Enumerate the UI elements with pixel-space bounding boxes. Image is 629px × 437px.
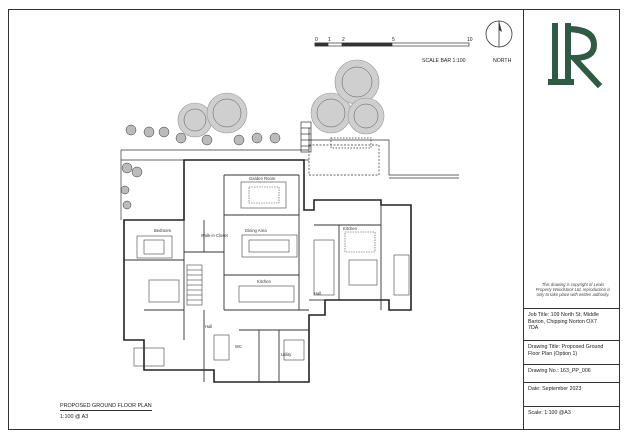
drawing-scale: Scale: 1:100 @A3 (528, 410, 571, 416)
room-label-kitchen-2: Kitchen (343, 226, 358, 231)
job-title-line-3: 7DA (528, 325, 539, 332)
room-label-walk-in-closet: Walk-in Closet (201, 233, 229, 238)
plan-area: 0 1 2 5 10 SCALE BAR 1:100 NORTH (9, 10, 523, 429)
job-title-line-2: Barton, Chipping Norton OX7 (528, 318, 597, 325)
drawing-date: Date: September 2023 (528, 386, 582, 392)
date-box: Date: September 2023 (524, 382, 620, 406)
scale-box: Scale: 1:100 @A3 (524, 406, 620, 429)
drawing-title-line-2: Floor Plan (Option 1) (528, 350, 578, 357)
furniture (133, 181, 410, 367)
drawing-sheet: 0 1 2 5 10 SCALE BAR 1:100 NORTH (8, 9, 620, 430)
room-label-hall: Hall (314, 291, 321, 296)
garden-shrubs (120, 124, 281, 210)
north-label: NORTH (493, 58, 512, 64)
room-label-dining-area: Dining Area (245, 228, 267, 233)
north-arrow-icon (485, 20, 513, 48)
room-label-bedroom: Bedroom (154, 228, 172, 233)
room-label-wc: WC (235, 344, 242, 349)
garden-boundaries (120, 121, 459, 220)
scale-bar (314, 42, 470, 47)
internal-walls (124, 174, 382, 382)
tree-outlines (183, 66, 379, 132)
scale-tick-10: 10 (467, 37, 473, 43)
building-walls (123, 159, 412, 383)
scale-bar-label: SCALE BAR 1:100 (422, 58, 466, 64)
room-label-kitchen: Kitchen (257, 279, 272, 284)
room-label-hall-2: Hall (205, 324, 212, 329)
room-label-garden-room: Garden Room (249, 176, 276, 181)
scale-tick-5: 5 (392, 37, 395, 43)
drawing-number-box: Drawing No.: 163_PP_006 (524, 364, 620, 382)
floor-plan-drawing: Garden Room Bedroom Walk-in Closet Dinin… (120, 20, 513, 383)
drawing-number: Drawing No.: 163_PP_006 (528, 368, 591, 374)
job-title-box: Job Title: 109 North St, Middle Barton, … (524, 308, 620, 340)
drawing-title-box: Drawing Title: Proposed Ground Floor Pla… (524, 340, 620, 364)
room-label-utility: Utility (281, 352, 292, 357)
title-block: LR This drawing is copyright of Lewis Pr… (523, 10, 620, 429)
job-title-line-1: Job Title: 109 North St, Middle (528, 312, 599, 318)
plan-title: PROPOSED GROUND FLOOR PLAN (60, 403, 152, 411)
scale-tick-0: 0 (315, 37, 318, 43)
scale-tick-2: 2 (342, 37, 345, 43)
scale-tick-1: 1 (328, 37, 331, 43)
plan-scale: 1:100 @ A3 (60, 414, 89, 420)
garden-trees (177, 59, 385, 138)
copyright-notice: This drawing is copyright of Lewis Prope… (535, 282, 611, 298)
company-logo: LR (548, 23, 603, 89)
drawing-title-line-1: Drawing Title: Proposed Ground (528, 344, 604, 350)
